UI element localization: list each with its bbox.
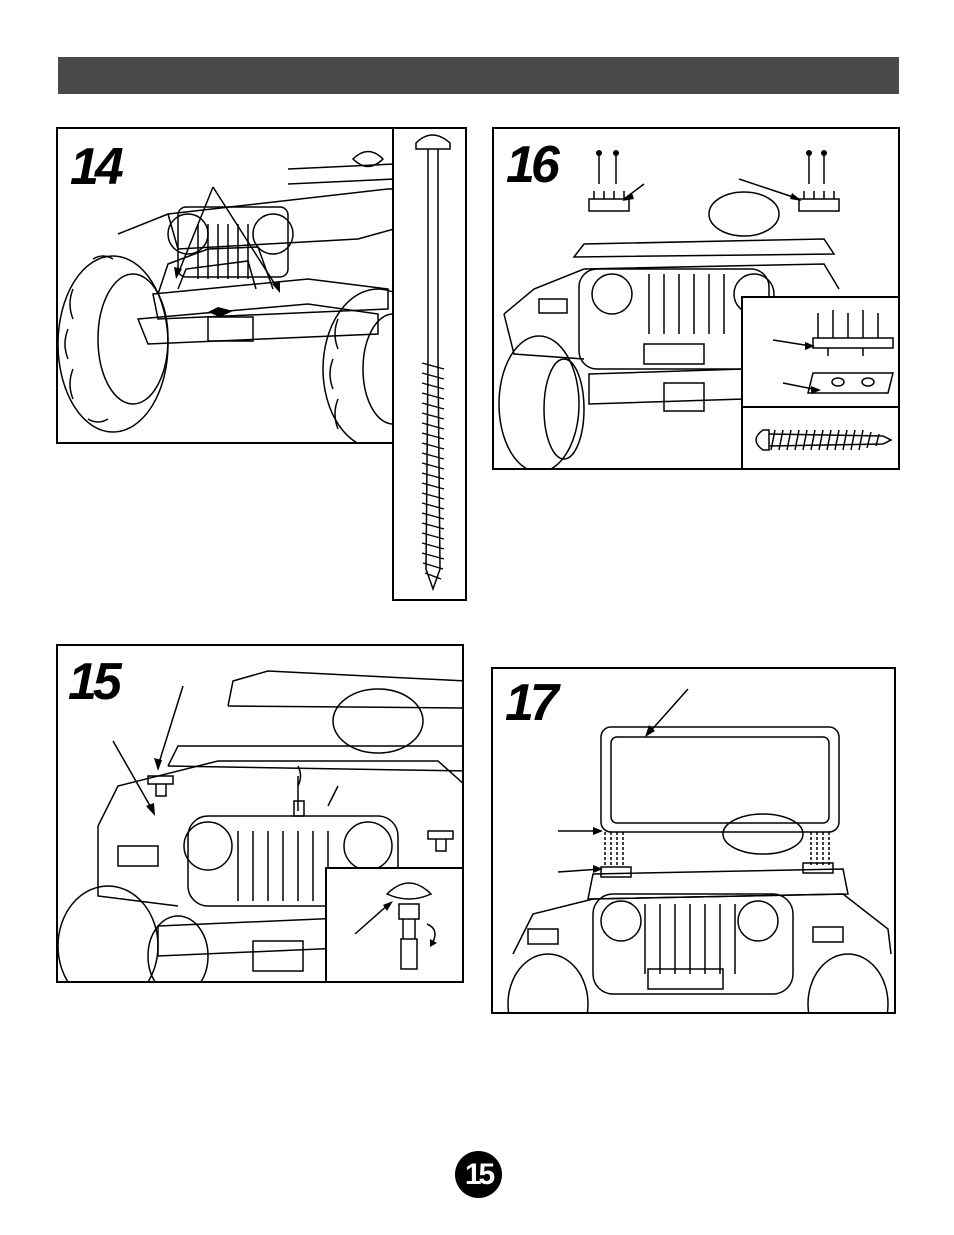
- long-screw-icon: [394, 129, 467, 601]
- step-16-inset-screw: [741, 406, 900, 470]
- step-16-inset-bracket: [741, 296, 900, 408]
- step-16-number: 16: [506, 139, 556, 191]
- step-15-inset: [325, 867, 464, 983]
- clip-detail-icon: [327, 869, 464, 983]
- page-number-badge: 15: [455, 1151, 502, 1198]
- step-14-screw-closeup: [392, 127, 467, 601]
- step-17-number: 17: [505, 677, 555, 729]
- header-bar: [58, 57, 899, 94]
- step-14-number: 14: [70, 141, 120, 193]
- step-17-panel: 17: [491, 667, 896, 1014]
- short-screw-icon: [743, 408, 900, 470]
- step-15-number: 15: [68, 656, 118, 708]
- step-14-panel: 14: [56, 127, 394, 444]
- bracket-detail-icon: [743, 298, 900, 408]
